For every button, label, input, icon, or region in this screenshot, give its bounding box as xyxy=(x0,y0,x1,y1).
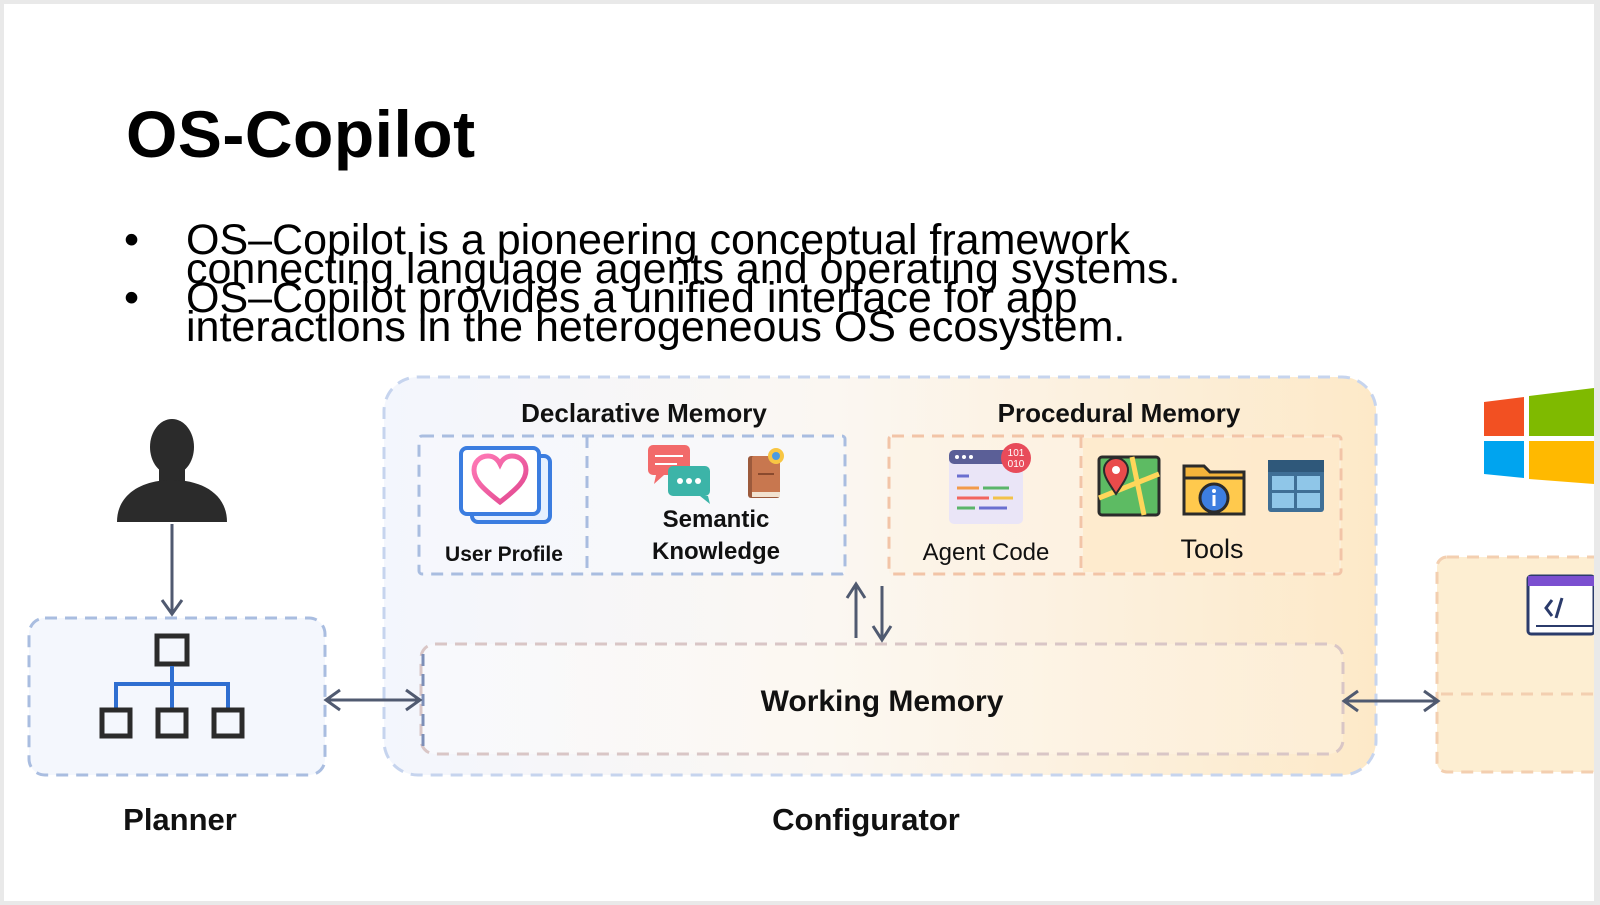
slide: OS-Copilot • OS–Copilot is a pioneering … xyxy=(4,4,1594,901)
info-folder-icon xyxy=(1182,464,1246,516)
heart-card-icon xyxy=(459,446,552,524)
working-memory-executor-arrow xyxy=(1341,689,1441,713)
working-memory-label: Working Memory xyxy=(761,685,1004,718)
bullet-list: • OS–Copilot is a pioneering conceptual … xyxy=(124,216,1366,351)
code-badge-line1: 101 xyxy=(1008,448,1025,459)
user-silhouette-icon xyxy=(117,419,227,522)
memory-exchange-arrows xyxy=(845,581,893,643)
planner-box xyxy=(27,616,327,777)
architecture-diagram: Declarative Memory Procedural Memory Use… xyxy=(27,375,1594,837)
code-window-icon: 101 010 xyxy=(949,443,1031,524)
bullet-item: • OS–Copilot is a pioneering conceptual … xyxy=(124,216,1366,293)
declarative-memory-label: Declarative Memory xyxy=(521,398,767,428)
book-icon xyxy=(748,448,784,498)
semantic-knowledge-label-line2: Knowledge xyxy=(652,538,780,565)
working-memory-box xyxy=(419,642,1345,756)
code-badge-line2: 010 xyxy=(1008,459,1025,470)
bullet-item: • OS–Copilot provides a unified interfac… xyxy=(124,274,1366,351)
semantic-knowledge-label-line1: Semantic xyxy=(663,506,770,533)
map-pin-icon xyxy=(1097,455,1161,517)
planner-working-memory-arrow xyxy=(323,688,423,712)
windows-logo-icon xyxy=(1484,388,1594,484)
bullet-marker: • xyxy=(124,216,140,264)
bullet-marker: • xyxy=(124,274,140,322)
spreadsheet-icon xyxy=(1268,460,1324,512)
chat-bubbles-icon xyxy=(648,445,710,504)
bullet-line: connecting language agents and operating… xyxy=(186,245,1181,293)
slide-title: OS-Copilot xyxy=(126,97,476,171)
bullet-line: OS–Copilot provides a unified interface … xyxy=(186,274,1078,322)
user-profile-label: User Profile xyxy=(445,543,563,566)
hierarchy-icon xyxy=(99,633,245,739)
tools-label: Tools xyxy=(1180,534,1243,564)
procedural-memory-label: Procedural Memory xyxy=(998,398,1241,428)
code-editor-icon xyxy=(1526,574,1594,636)
planner-label: Planner xyxy=(123,802,237,837)
bullet-line: interactions in the heterogeneous OS eco… xyxy=(186,303,1126,351)
bullet-line: OS–Copilot is a pioneering conceptual fr… xyxy=(186,216,1131,264)
user-to-planner-arrow xyxy=(160,524,184,617)
agent-code-label: Agent Code xyxy=(923,539,1050,566)
configurator-label: Configurator xyxy=(772,802,960,837)
